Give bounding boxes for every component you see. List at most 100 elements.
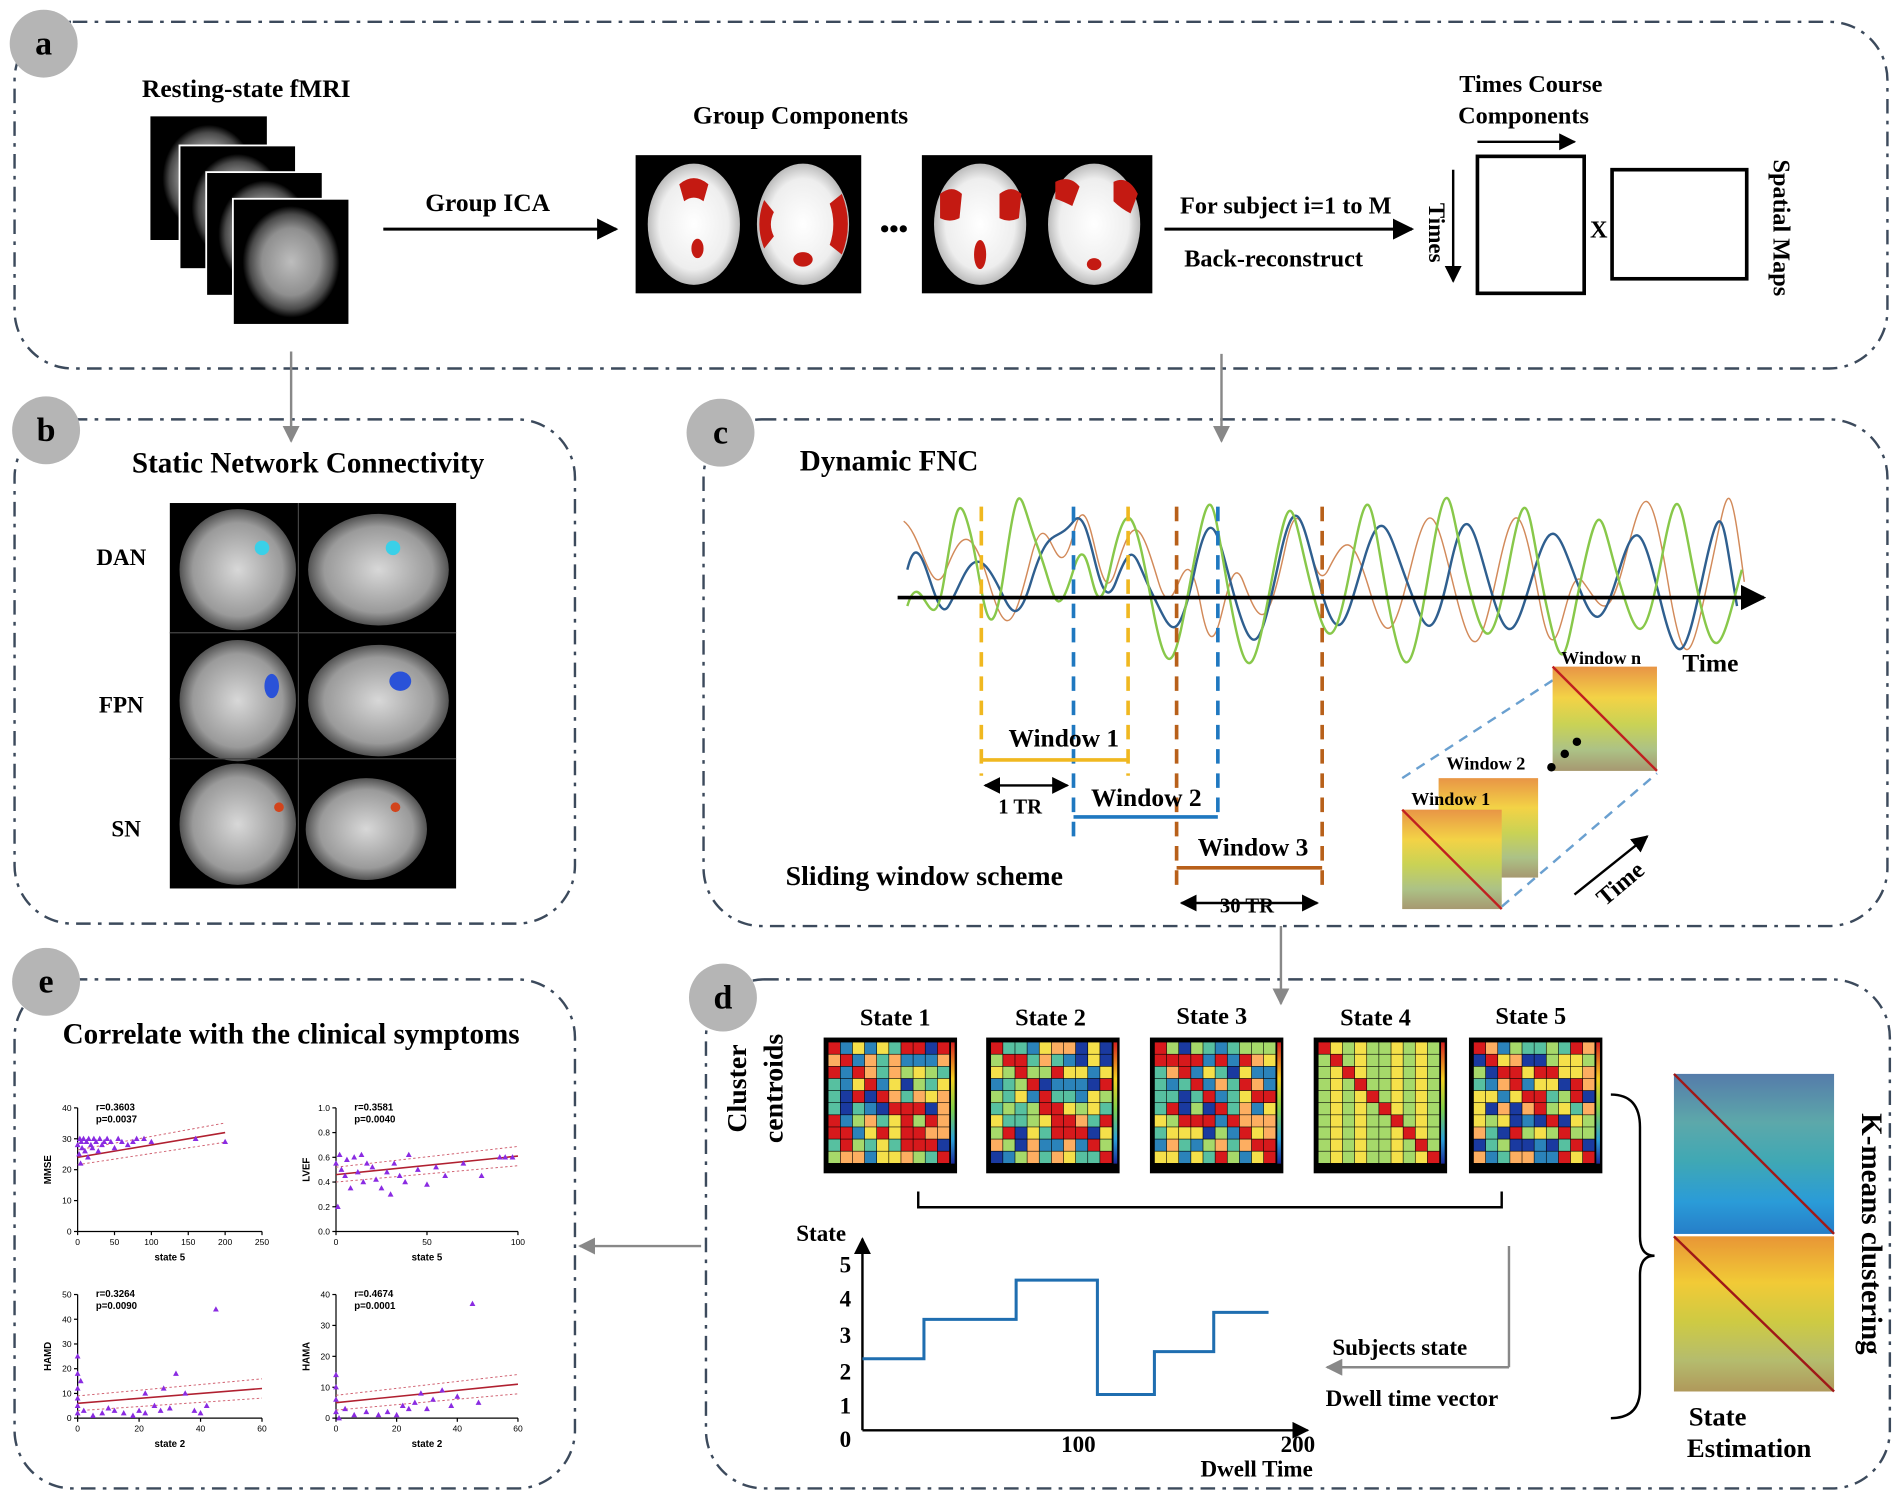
scatter-point [142, 1390, 149, 1396]
scatter-point [369, 1164, 376, 1170]
scatter-point [104, 1135, 111, 1141]
centroid-matrix-state-5 [1468, 1037, 1603, 1174]
scatter-point [387, 1191, 394, 1197]
scatter-point [360, 1178, 367, 1185]
scatter-point [182, 1390, 189, 1396]
scatter-x-tick: 0 [334, 1237, 339, 1247]
scatter-x-tick: 20 [392, 1423, 402, 1433]
scatter-point [118, 1138, 125, 1145]
scatter-x-tick: 50 [110, 1237, 120, 1247]
components-ellipsis: ••• [880, 214, 908, 244]
scatter-point [424, 1405, 430, 1412]
panel-a [13, 20, 1889, 370]
scatter-point [448, 1402, 455, 1408]
scatter-x-tick: 0 [75, 1423, 80, 1433]
scatter-point [80, 1407, 87, 1413]
scatter-point [124, 1141, 131, 1148]
scatter-point [115, 1135, 122, 1141]
times-label: Times [1424, 203, 1450, 263]
tr-30-label: 30 TR [1220, 896, 1275, 918]
state-5-label: State 5 [1495, 1003, 1566, 1030]
scatter-point [363, 1408, 370, 1415]
scatter-point [496, 1154, 503, 1160]
stack-time-label: Time [1591, 856, 1649, 911]
scatter-fit-line [77, 1131, 226, 1159]
scatter-x-tick: 150 [181, 1237, 195, 1247]
centroid-matrix-state-3 [1149, 1037, 1284, 1174]
group-ica-label: Group ICA [425, 188, 550, 217]
scatter-point [197, 1410, 204, 1416]
scatter-y-tick: 0.4 [318, 1177, 330, 1187]
scatter-r-value: r=0.3264 [96, 1289, 136, 1300]
scatter-xlabel: state 5 [412, 1253, 443, 1264]
scatter-x-tick: 40 [196, 1423, 206, 1433]
scatter-point [336, 1415, 342, 1421]
centroid-matrices [823, 1037, 1603, 1174]
window-matrix-stack: Window n Window 2 Window 1 Time [1401, 648, 1658, 911]
scatter-point [74, 1353, 81, 1359]
scatter-r-value: r=0.4674 [354, 1289, 394, 1300]
signal-trace-blue [906, 514, 1739, 651]
scatter-fit-line [77, 1387, 263, 1405]
scatter-point [89, 1144, 96, 1151]
state-labels: State 1 State 2 State 3 State 4 State 5 [860, 1003, 1566, 1031]
scatter-point [405, 1151, 412, 1158]
scatter-x-tick: 60 [257, 1423, 267, 1433]
scatter-y-tick: 0.2 [318, 1202, 330, 1212]
scatter-point [78, 1138, 85, 1145]
centroid-matrix-state-4 [1313, 1037, 1448, 1174]
dwell-chart-xlabel: Dwell Time [1200, 1455, 1312, 1481]
state-2-label: State 2 [1015, 1004, 1086, 1031]
scatter-point [364, 1160, 370, 1166]
scatter-point [384, 1408, 391, 1415]
scatter-y-tick: 10 [321, 1382, 331, 1392]
scatter-point [478, 1172, 485, 1179]
centroids-label: centroids [758, 1034, 789, 1144]
scatter-xlabel: state 2 [154, 1439, 185, 1450]
scatter-ci-lower [77, 1141, 226, 1166]
state-estimation-label-1: State [1689, 1401, 1747, 1431]
scatter-point [83, 1138, 90, 1145]
back-reconstruct-label: Back-reconstruct [1184, 246, 1363, 273]
scatter-point [74, 1402, 81, 1408]
scatter-point [111, 1407, 118, 1413]
scatter-point [74, 1141, 81, 1148]
scatter-point [402, 1178, 409, 1185]
panel-a-border [13, 20, 1889, 370]
scatter-point [142, 1410, 149, 1416]
scatter-point [509, 1154, 516, 1160]
scatter-point [157, 1407, 164, 1413]
correlate-title: Correlate with the clinical symptoms [63, 1019, 520, 1051]
scatter-point [99, 1410, 106, 1416]
signal-trace-orange [903, 497, 1746, 651]
panel-b [13, 418, 577, 925]
state-estimation-label-2: Estimation [1687, 1433, 1812, 1463]
scatter-point [342, 1405, 349, 1412]
scatter-y-tick: 0 [67, 1413, 72, 1423]
dwell-time-vector-label: Dwell time vector [1326, 1385, 1499, 1411]
scatter-point [213, 1306, 219, 1312]
scatter-point [469, 1300, 476, 1306]
scatter-point [333, 1160, 339, 1166]
scatter-point [74, 1385, 81, 1391]
scatter-point [141, 1135, 147, 1141]
window-2-matrix-label: Window 2 [1446, 754, 1525, 774]
scatter-y-tick: 10 [62, 1388, 72, 1398]
panel-c-letter: c [713, 415, 728, 452]
panel-b-content: Static Network Connectivity DAN FPN SN [96, 448, 485, 889]
network-row-sn: SN [111, 763, 427, 885]
scatter-point [166, 1405, 173, 1411]
fmri-label: Resting-state fMRI [142, 74, 351, 103]
scatter-point [405, 1405, 412, 1412]
scatter-point [333, 1396, 339, 1402]
scatter-y-tick: 30 [321, 1320, 331, 1330]
scatter-point [111, 1144, 118, 1151]
dwell-chart-ylabel: State [796, 1220, 846, 1246]
scatter-fit-line [335, 1383, 519, 1404]
state-estimation-bracket [1610, 1093, 1655, 1420]
spatial-maps-matrix [1610, 167, 1749, 281]
dwell-y-tick-2: 2 [840, 1358, 852, 1384]
